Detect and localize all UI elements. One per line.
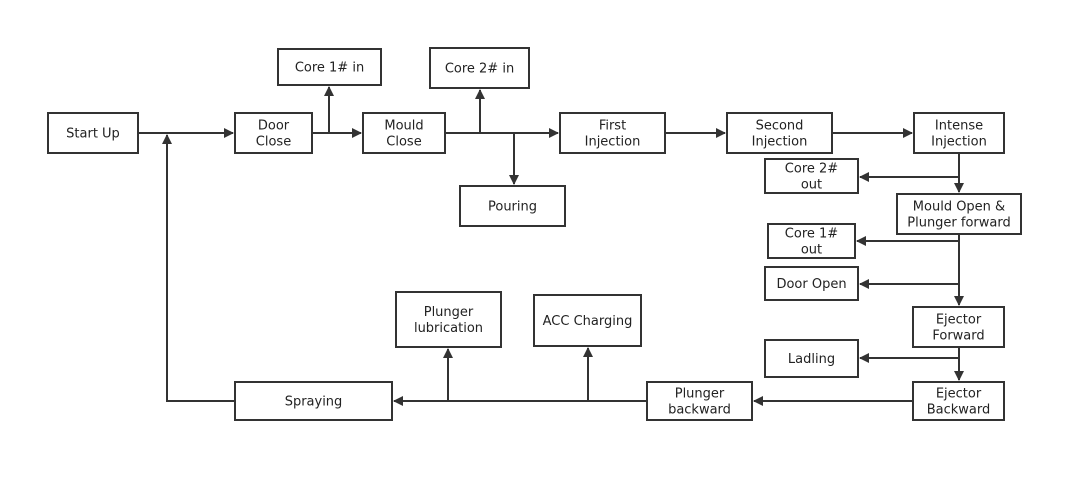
node-ejector-backward-label: Backward [927, 403, 991, 418]
node-acc-charging-box [533, 294, 642, 347]
node-ejector-forward-box [912, 306, 1005, 348]
node-ladling-box [764, 339, 859, 378]
node-spraying-box [234, 381, 393, 421]
node-core1-in-box [277, 48, 382, 86]
node-plunger-lubrication-box [395, 291, 502, 348]
node-intense-injection-label: Intense [935, 119, 983, 134]
node-plunger-backward-label: Plunger [675, 387, 725, 402]
node-plunger-lubrication-label: Plunger [424, 305, 474, 320]
node-mould-close-label: Close [386, 135, 421, 150]
node-plunger-backward-label: backward [668, 403, 731, 418]
node-core2-out-label: out [801, 178, 822, 193]
node-ladling-label: Ladling [788, 352, 835, 367]
node-pouring: Pouring [459, 185, 566, 227]
node-mould-open-label: Plunger forward [907, 216, 1011, 231]
node-first-injection-box [559, 112, 666, 154]
node-core2-out: Core 2#out [764, 158, 859, 194]
node-acc-charging-label: ACC Charging [543, 314, 633, 329]
node-ladling: Ladling [764, 339, 859, 378]
node-door-open-box [764, 266, 859, 301]
node-second-injection-label: Second [756, 119, 804, 134]
node-mould-close-label: Mould [384, 119, 423, 134]
node-core1-in: Core 1# in [277, 48, 382, 86]
node-start-up-label: Start Up [66, 127, 120, 142]
node-ejector-forward-label: Ejector [936, 313, 982, 328]
node-ejector-backward-label: Ejector [936, 387, 982, 402]
node-start-up: Start Up [47, 112, 139, 154]
node-core2-out-label: Core 2# [785, 162, 838, 177]
node-spraying-label: Spraying [285, 395, 343, 410]
node-core2-in: Core 2# in [429, 47, 530, 89]
node-core2-in-box [429, 47, 530, 89]
node-core2-in-label: Core 2# in [445, 62, 514, 77]
node-first-injection-label: Injection [585, 135, 641, 150]
node-door-close-label: Door [258, 119, 290, 134]
node-plunger-lubrication-label: lubrication [414, 321, 483, 336]
flow-connectors [138, 86, 964, 406]
node-ejector-forward-label: Forward [932, 329, 984, 344]
node-acc-charging: ACC Charging [533, 294, 642, 347]
node-door-close-box [234, 112, 313, 154]
arrow-spraying-to-door-close [162, 134, 235, 402]
node-core1-out-label: out [801, 243, 822, 258]
node-core1-in-label: Core 1# in [295, 61, 364, 76]
node-spraying: Spraying [234, 381, 393, 421]
node-door-open-label: Door Open [776, 277, 846, 292]
node-start-up-box [47, 112, 139, 154]
node-core2-out-box [764, 158, 859, 194]
node-first-injection-label: First [599, 119, 626, 134]
node-door-close-label: Close [256, 135, 291, 150]
node-core1-out-box [767, 223, 856, 259]
node-core1-out-label: Core 1# [785, 227, 838, 242]
node-second-injection-box [726, 112, 833, 154]
node-pouring-label: Pouring [488, 200, 537, 215]
node-ejector-backward-box [912, 381, 1005, 421]
node-door-open: Door Open [764, 266, 859, 301]
node-intense-injection-box [913, 112, 1005, 154]
node-mould-open-box [896, 193, 1022, 235]
node-mould-open: Mould Open &Plunger forward [896, 193, 1022, 235]
node-plunger-backward-box [646, 381, 753, 421]
node-core1-out: Core 1#out [767, 223, 856, 259]
node-intense-injection-label: Injection [931, 135, 987, 150]
node-mould-open-label: Mould Open & [913, 200, 1005, 215]
node-pouring-box [459, 185, 566, 227]
node-second-injection-label: Injection [752, 135, 808, 150]
node-mould-close-box [362, 112, 446, 154]
